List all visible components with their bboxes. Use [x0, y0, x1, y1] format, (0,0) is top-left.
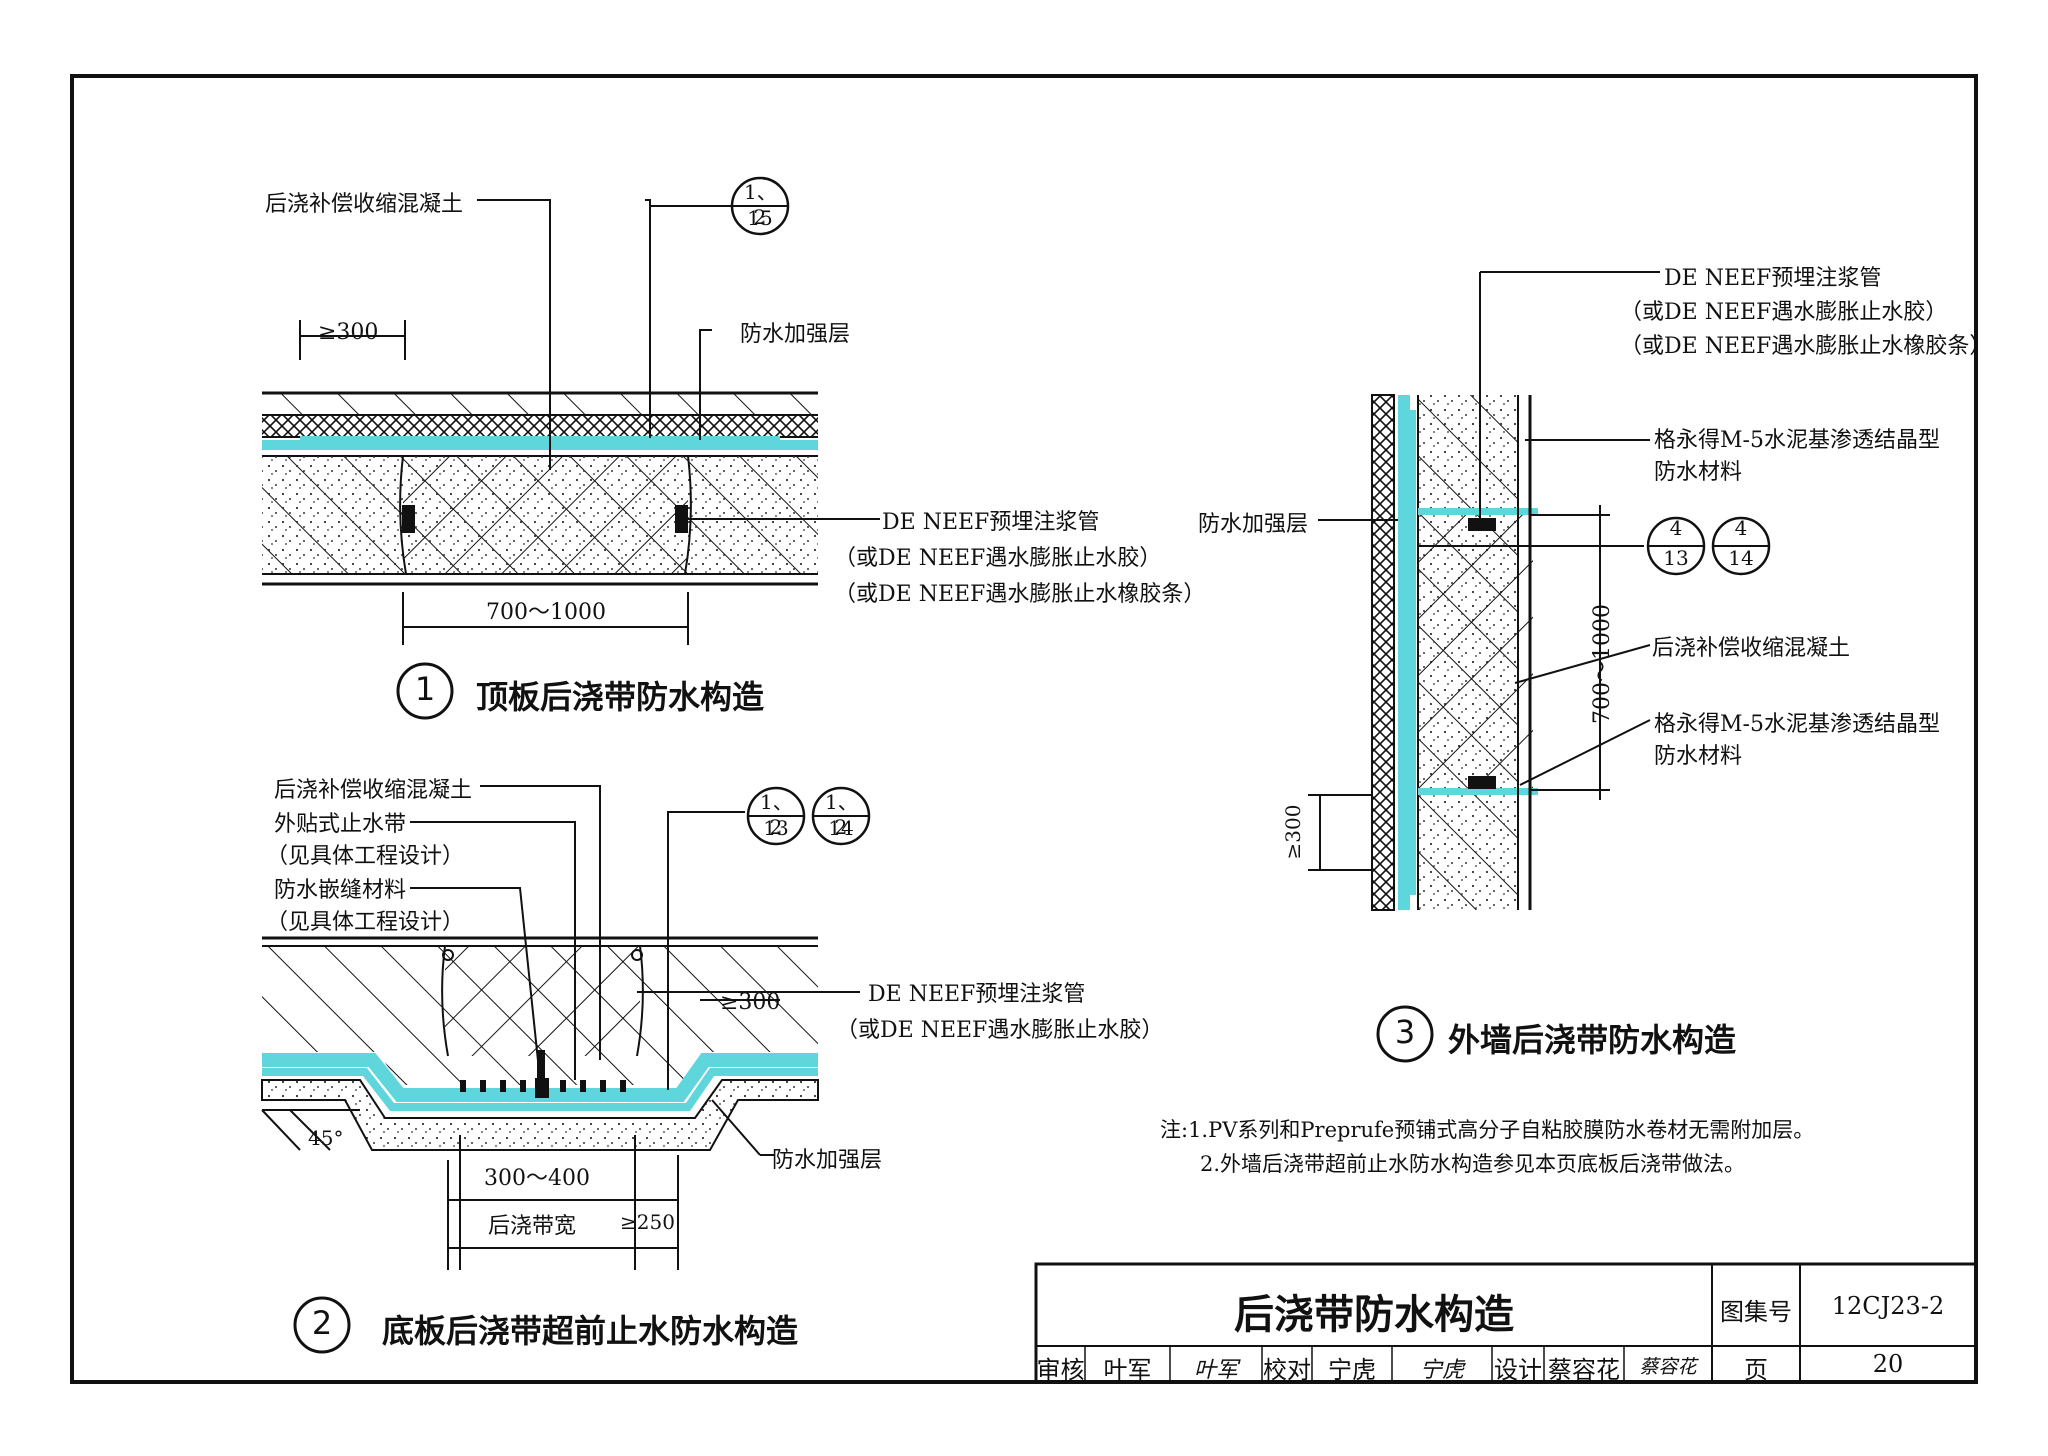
titleblock-design-label: 设计	[1494, 1356, 1542, 1384]
d2-angle: 45°	[308, 1126, 344, 1150]
d3-grout-2: （或DE NEEF遇水膨胀止水胶）	[1620, 300, 1948, 325]
d1-grout-1: DE NEEF预埋注浆管	[882, 510, 1100, 535]
d1-ref-bottom: 15	[747, 206, 773, 230]
d2-ref-b-bottom: 14	[828, 816, 854, 840]
titleblock-check-name: 宁虎	[1328, 1356, 1376, 1384]
titleblock-page-no: 20	[1872, 1350, 1904, 1378]
titleblock-title: 后浇带防水构造	[1234, 1292, 1514, 1338]
post-cast-concrete-base	[445, 946, 640, 1056]
grout-pipe-right	[675, 505, 688, 533]
d2-dim-width: 后浇带宽	[488, 1214, 577, 1239]
d3-grout-3: （或DE NEEF遇水膨胀止水橡胶条）	[1620, 334, 1992, 359]
titleblock-review-label: 审核	[1036, 1356, 1085, 1384]
titleblock-review-name: 叶军	[1103, 1356, 1152, 1384]
d1-num: 1	[414, 670, 436, 708]
d3-ref-b-top: 4	[1734, 516, 1748, 540]
d2-grout-2: （或DE NEEF遇水膨胀止水胶）	[836, 1018, 1164, 1043]
titleblock-page-label: 页	[1744, 1356, 1768, 1384]
d2-label-seal: 防水嵌缝材料	[274, 878, 407, 903]
d3-dim-height: 700～1000	[1590, 604, 1615, 724]
d2-label-reinforce: 防水加强层	[772, 1148, 883, 1173]
d2-label-stop: 外贴式止水带	[274, 812, 407, 837]
waterstop-teeth	[460, 1050, 626, 1098]
post-cast-wall	[1418, 510, 1533, 793]
title-block	[1034, 1262, 1978, 1384]
post-cast-concrete	[403, 456, 688, 574]
titleblock-atlas-label: 图集号	[1720, 1298, 1792, 1326]
cushion-layer	[261, 1079, 819, 1151]
d3-num: 3	[1394, 1013, 1416, 1051]
d2-grout-1: DE NEEF预埋注浆管	[868, 982, 1086, 1007]
grout-pipe-left	[402, 505, 415, 533]
d3-label-reinforce: 防水加强层	[1198, 512, 1309, 537]
d3-label-crystal-b1: 格永得M-5水泥基渗透结晶型	[1654, 712, 1940, 737]
d3-ref-a-bottom: 13	[1663, 546, 1689, 570]
d1-label-reinforce: 防水加强层	[740, 322, 851, 347]
d3-label-concrete: 后浇补偿收缩混凝土	[1652, 636, 1851, 661]
insulation-layer	[262, 415, 818, 437]
d1-label-concrete: 后浇补偿收缩混凝土	[265, 192, 464, 217]
d2-ref-a-top: 1、2	[760, 790, 793, 839]
note-line-2: 2.外墙后浇带超前止水防水构造参见本页底板后浇带做法。	[1200, 1152, 1746, 1176]
d3-ref-a-top: 4	[1669, 516, 1683, 540]
sheet-border	[70, 74, 1978, 1384]
note-line-1: 注:1.PV系列和Preprufe预铺式高分子自粘胶膜防水卷材无需附加层。	[1160, 1118, 1815, 1142]
d3-dim-min: ≥300	[1281, 804, 1305, 860]
d2-caption: 底板后浇带超前止水防水构造	[382, 1312, 799, 1350]
d1-grout-2: （或DE NEEF遇水膨胀止水胶）	[834, 546, 1162, 571]
d1-dim-width: 700～1000	[486, 600, 606, 625]
waterproof-membrane	[262, 440, 818, 450]
d3-label-crystal-b2: 防水材料	[1654, 744, 1743, 769]
titleblock-atlas-no: 12CJ23-2	[1831, 1292, 1945, 1320]
wall-protection	[1371, 394, 1395, 911]
d2-ref-b-top: 1、2	[825, 790, 858, 839]
waterproof-reinforce-strip	[300, 436, 780, 443]
d2-label-stop-note: （见具体工程设计）	[266, 844, 465, 869]
titleblock-check-label: 校对	[1263, 1356, 1311, 1384]
detail-2-base-slab	[261, 785, 871, 1354]
d3-caption: 外墙后浇带防水构造	[1448, 1021, 1737, 1059]
titleblock-design-signature: 蔡容花	[1639, 1356, 1697, 1378]
titleblock-check-signature: 宁虎	[1419, 1358, 1464, 1383]
wall-membrane	[1398, 395, 1410, 910]
d1-caption: 顶板后浇带防水构造	[476, 678, 765, 716]
d2-label-concrete: 后浇补偿收缩混凝土	[274, 778, 473, 803]
d2-dim-min: ≥300	[720, 990, 781, 1015]
d2-dim-edge: ≥250	[620, 1210, 675, 1234]
d2-dim-inner: 300～400	[484, 1166, 590, 1191]
d3-label-crystal-1: 格永得M-5水泥基渗透结晶型	[1654, 428, 1940, 453]
titleblock-review-signature: 叶军	[1193, 1358, 1238, 1383]
titleblock-design-name: 蔡容花	[1548, 1356, 1620, 1384]
d3-label-crystal-2: 防水材料	[1654, 460, 1743, 485]
d3-grout-1: DE NEEF预埋注浆管	[1664, 266, 1882, 291]
protective-layer	[262, 393, 818, 415]
d1-ref-top: 1、2	[744, 180, 777, 229]
detail-1-roof-slab	[262, 176, 880, 720]
d1-dim-min: ≥300	[318, 320, 379, 345]
d3-ref-b-bottom: 14	[1728, 546, 1754, 570]
d1-grout-3: （或DE NEEF遇水膨胀止水橡胶条）	[834, 582, 1206, 607]
d2-label-seal-note: （见具体工程设计）	[266, 910, 465, 935]
detail-3-external-wall	[1308, 271, 1771, 1063]
d2-num: 2	[311, 1304, 333, 1342]
d2-ref-a-bottom: 13	[763, 816, 789, 840]
